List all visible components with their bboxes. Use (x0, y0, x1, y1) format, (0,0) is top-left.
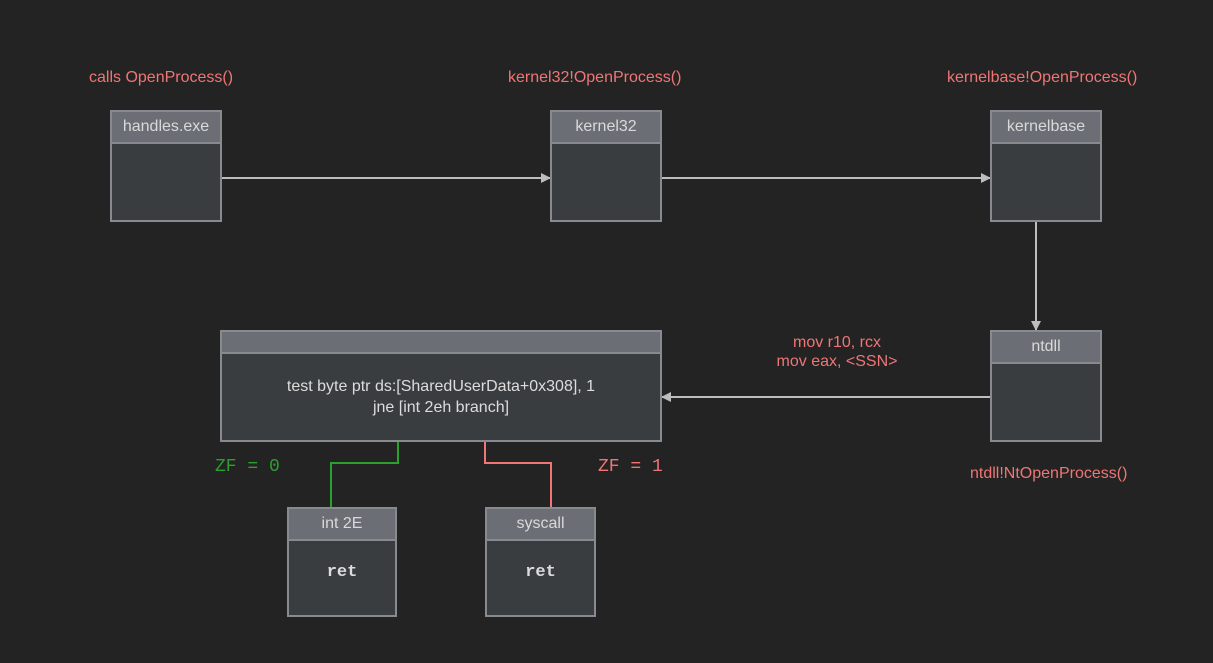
annotation-mov-eax: mov eax, <SSN> (776, 353, 898, 370)
node-kernelbase-title: kernelbase (992, 112, 1100, 144)
node-handles-exe-title: handles.exe (112, 112, 220, 144)
check-instruction-test: test byte ptr ds:[SharedUserData+0x308],… (286, 378, 596, 395)
node-syscall-body: ret (525, 563, 556, 582)
node-kernel32: kernel32 (550, 110, 662, 222)
node-ntdll: ntdll (990, 330, 1102, 442)
node-kernelbase: kernelbase (990, 110, 1102, 222)
annotation-kernel32-openprocess: kernel32!OpenProcess() (508, 69, 682, 86)
node-int2e: int 2E ret (287, 507, 397, 617)
node-syscall: syscall ret (485, 507, 596, 617)
node-syscall-title: syscall (487, 509, 594, 541)
node-syscall-check-title (222, 332, 660, 354)
node-syscall-check-body: test byte ptr ds:[SharedUserData+0x308],… (222, 354, 660, 418)
node-kernel32-title: kernel32 (552, 112, 660, 144)
node-handles-exe: handles.exe (110, 110, 222, 222)
node-syscall-check: test byte ptr ds:[SharedUserData+0x308],… (220, 330, 662, 442)
edge-check-to-syscall (484, 441, 552, 507)
annotation-kernelbase-openprocess: kernelbase!OpenProcess() (947, 69, 1138, 86)
edge-check-to-int2e (330, 441, 399, 507)
node-int2e-title: int 2E (289, 509, 395, 541)
flag-zf-one: ZF = 1 (598, 457, 663, 477)
annotation-calls-openprocess: calls OpenProcess() (89, 69, 234, 86)
node-ntdll-title: ntdll (992, 332, 1100, 364)
annotation-ntdll-ntopenprocess: ntdll!NtOpenProcess() (970, 465, 1128, 482)
flag-zf-zero: ZF = 0 (215, 457, 280, 477)
node-int2e-body: ret (326, 563, 358, 582)
annotation-mov-r10: mov r10, rcx (792, 334, 881, 351)
check-instruction-jne: jne [int 2eh branch] (372, 399, 510, 416)
